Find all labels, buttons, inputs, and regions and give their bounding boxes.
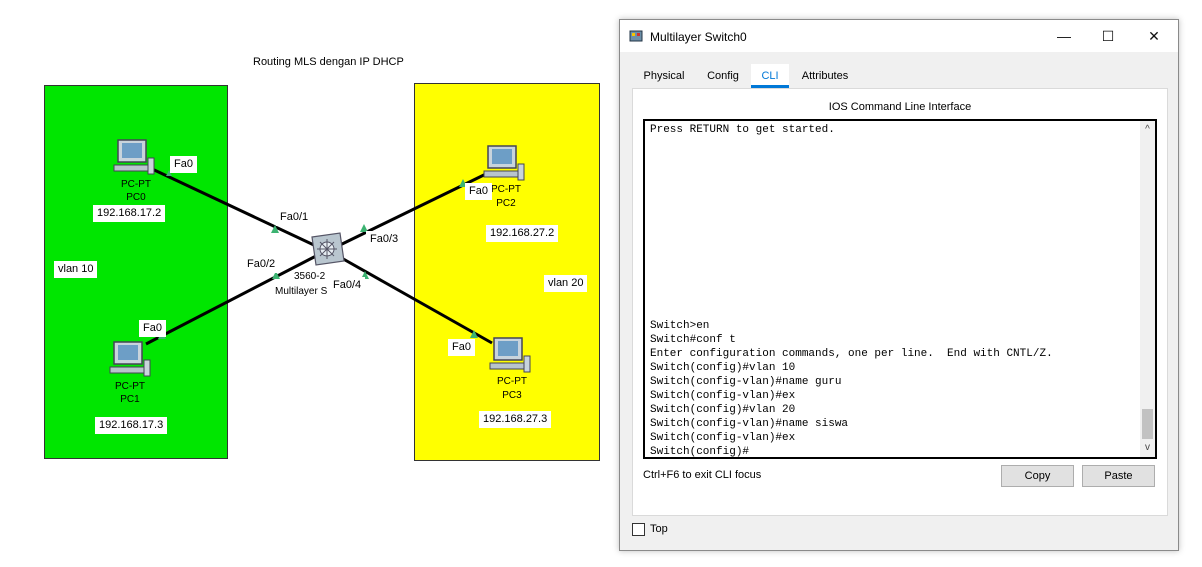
port-status-pc0: [166, 170, 172, 176]
port-label-fa0-3: Fa0/3: [366, 231, 403, 248]
cli-line: Switch(config-vlan)#ex: [650, 432, 796, 444]
cli-scrollbar[interactable]: ^ v: [1140, 121, 1155, 457]
top-checkbox-label: Top: [650, 523, 668, 535]
port-status-pc3: [470, 330, 478, 338]
pc0-name: PC0: [126, 192, 146, 203]
cli-line: Switch(config-vlan)#ex: [650, 390, 796, 402]
tab-physical[interactable]: Physical: [643, 70, 685, 82]
link-pc3-switch[interactable]: [337, 254, 493, 345]
port-label-fa0-1: Fa0/1: [276, 209, 313, 226]
cli-line: [650, 193, 1130, 207]
link-pc1-switch[interactable]: [145, 254, 317, 346]
cli-line: Switch#conf t: [650, 334, 736, 346]
tab-cli[interactable]: CLI: [751, 64, 789, 88]
cli-line: [650, 249, 1130, 263]
pc1-ip: 192.168.17.3: [95, 417, 168, 434]
cli-line: Switch(config-vlan)#name guru: [650, 376, 842, 388]
cli-line: [650, 165, 1130, 179]
topology-title: Routing MLS dengan IP DHCP: [249, 54, 408, 71]
cli-line: Switch>en: [650, 320, 710, 332]
cli-line: [650, 179, 1130, 193]
pc2-port-label: Fa0: [465, 183, 492, 200]
pc3-port-label: Fa0: [448, 339, 475, 356]
link-pc0-switch[interactable]: [149, 166, 317, 248]
window-title: Multilayer Switch0: [650, 30, 747, 44]
cli-line: [650, 291, 1130, 305]
scroll-down-icon[interactable]: v: [1145, 442, 1150, 453]
scroll-up-icon[interactable]: ^: [1145, 124, 1150, 135]
minimize-button[interactable]: —: [1057, 28, 1071, 44]
switch-app-icon: [629, 30, 643, 42]
pc3-name: PC3: [502, 390, 522, 401]
pc3-ip: 192.168.27.3: [479, 411, 552, 428]
pc1-computer-icon[interactable]: [108, 340, 152, 380]
cli-line: [650, 277, 1130, 291]
copy-button[interactable]: Copy: [1001, 465, 1074, 487]
pc2-name: PC2: [496, 198, 516, 209]
pc1-port-label: Fa0: [139, 320, 166, 337]
port-status-fa0-1: [271, 225, 279, 233]
maximize-button[interactable]: ☐: [1101, 28, 1115, 44]
close-button[interactable]: ✕: [1148, 28, 1160, 44]
cli-focus-hint: Ctrl+F6 to exit CLI focus: [643, 469, 762, 481]
switch-name: Multilayer S: [275, 286, 328, 297]
pc3-type: PC-PT: [497, 376, 527, 387]
pc2-type: PC-PT: [491, 184, 521, 195]
vlan10-label: vlan 10: [54, 261, 98, 278]
cli-heading: IOS Command Line Interface: [828, 101, 972, 113]
vlan20-label: vlan 20: [544, 275, 588, 292]
pc1-type: PC-PT: [115, 381, 145, 392]
pc0-type: PC-PT: [121, 179, 151, 190]
pc2-computer-icon[interactable]: [482, 144, 526, 184]
pc0-ip: 192.168.17.2: [93, 205, 166, 222]
cli-line: [650, 235, 1130, 249]
multilayer-switch-icon[interactable]: [306, 231, 346, 267]
pc0-computer-icon[interactable]: [112, 138, 156, 178]
cli-line: [650, 221, 1130, 235]
pc2-ip: 192.168.27.2: [486, 225, 559, 242]
port-status-fa0-3: [360, 224, 368, 232]
cli-line: Press RETURN to get started.: [650, 124, 835, 136]
cli-line: [650, 151, 1130, 165]
cli-line: [650, 305, 1130, 319]
switch-model: 3560-2: [294, 271, 326, 282]
pc0-port-label: Fa0: [170, 156, 197, 173]
top-checkbox[interactable]: [632, 523, 645, 536]
cli-line: [650, 263, 1130, 277]
cli-line: Switch(config)#: [650, 446, 750, 458]
cli-line: Switch(config-vlan)#name siswa: [650, 418, 849, 430]
cli-line: [650, 207, 1130, 221]
paste-button[interactable]: Paste: [1082, 465, 1155, 487]
cli-panel: IOS Command Line Interface Press RETURN …: [632, 88, 1168, 516]
device-window[interactable]: Multilayer Switch0 — ☐ ✕ Physical Config…: [619, 19, 1179, 551]
port-status-fa0-2: [272, 271, 280, 279]
cli-line: Switch(config)#vlan 10: [650, 362, 796, 374]
cli-line: Enter configuration commands, one per li…: [650, 348, 1053, 360]
active-tab-indicator: [751, 85, 789, 88]
cli-line: [650, 137, 1130, 151]
tab-attributes[interactable]: Attributes: [801, 70, 849, 82]
scroll-thumb[interactable]: [1142, 409, 1153, 439]
pc1-name: PC1: [120, 394, 140, 405]
pc3-computer-icon[interactable]: [488, 336, 532, 376]
window-titlebar[interactable]: Multilayer Switch0 — ☐ ✕: [620, 20, 1178, 52]
port-label-fa0-4: Fa0/4: [329, 277, 366, 294]
link-layer: [145, 166, 493, 346]
tab-config[interactable]: Config: [707, 70, 739, 82]
cli-line: Switch(config)#vlan 20: [650, 404, 796, 416]
port-label-fa0-2: Fa0/2: [243, 256, 280, 273]
